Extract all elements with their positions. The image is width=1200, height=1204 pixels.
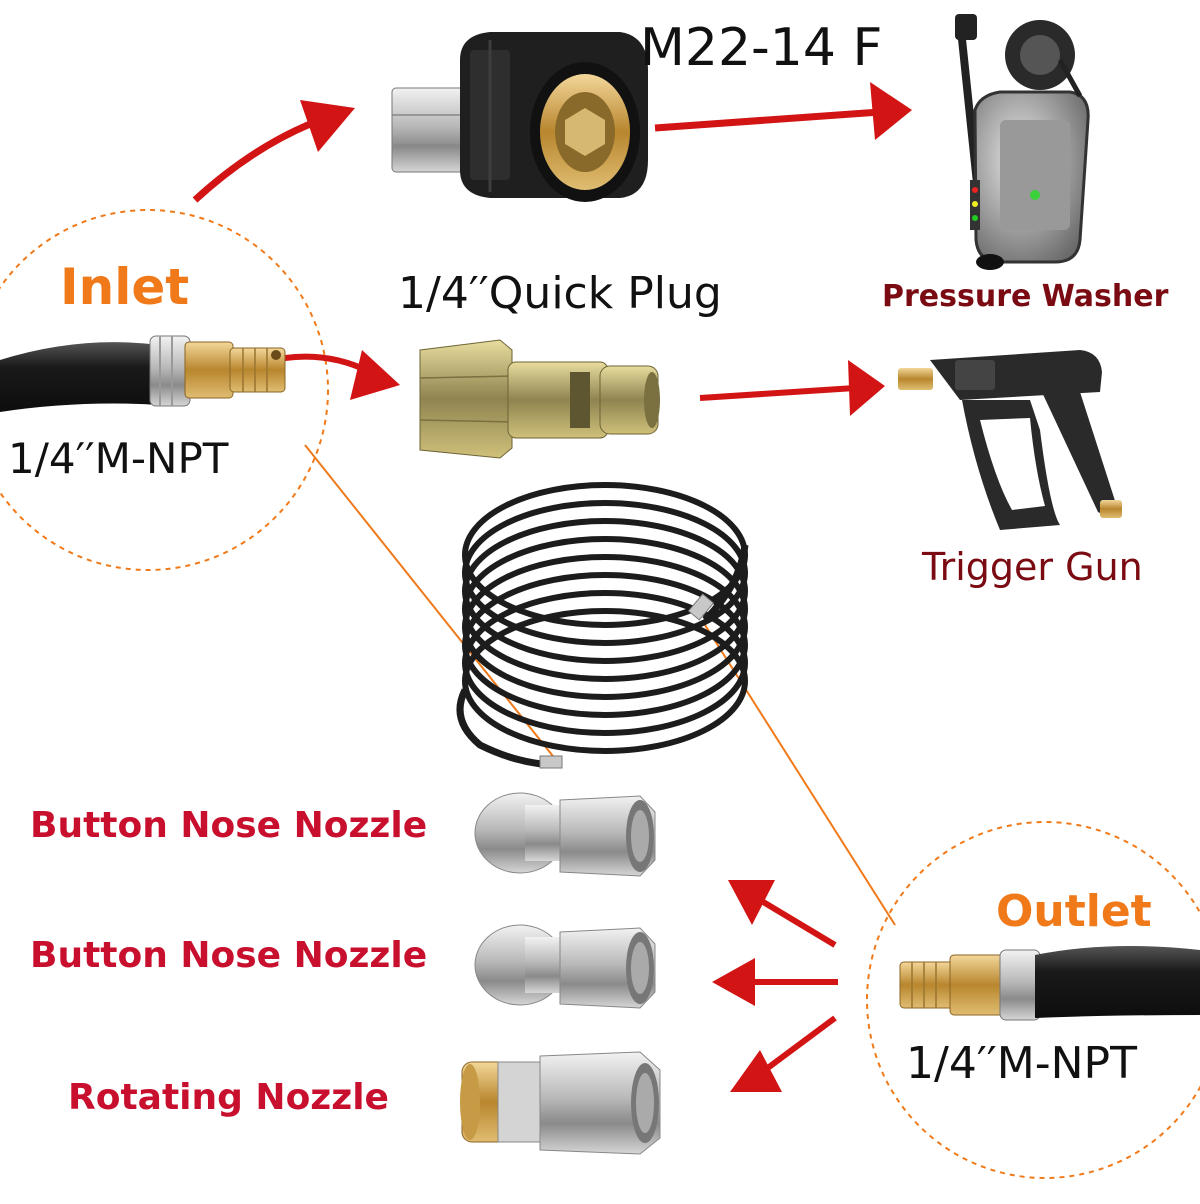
pressure-washer-icon — [955, 14, 1090, 270]
nozzle3-label: Rotating Nozzle — [68, 1077, 389, 1118]
arrow-inlet-to-quickplug — [284, 350, 400, 400]
rotating-nozzle-icon — [460, 1051, 661, 1155]
outlet-hose-icon — [899, 946, 1200, 1021]
nozzle1-label: Button Nose Nozzle — [30, 805, 428, 846]
outlet-npt-label: 1/4′′M-NPT — [906, 1038, 1137, 1089]
inlet-npt-label: 1/4′′M-NPT — [8, 434, 229, 483]
arrow-quickplug-to-gun — [699, 360, 885, 416]
quick-plug-label: 1/4′′Quick Plug — [398, 268, 722, 319]
outlet-label: Outlet — [996, 886, 1152, 937]
arrow-inlet-to-coupler — [192, 100, 355, 203]
arrow-coupler-to-washer — [654, 82, 912, 140]
hose-coil-icon — [456, 482, 749, 769]
trigger-gun-label: Trigger Gun — [922, 545, 1143, 589]
nozzle2-label: Button Nose Nozzle — [30, 935, 428, 976]
inlet-highlight-circle — [0, 209, 329, 571]
arrow-outlet-to-nozzle3 — [730, 1015, 837, 1092]
outlet-leader-line — [704, 624, 896, 926]
inlet-label: Inlet — [60, 258, 190, 316]
inlet-leader-line — [304, 444, 561, 766]
m22-label: M22-14 F — [640, 18, 883, 78]
inlet-hose-icon — [0, 335, 286, 412]
arrow-outlet-to-nozzle2 — [712, 958, 838, 1006]
button-nose-nozzle-icon-2 — [474, 924, 656, 1009]
quick-plug-icon — [419, 339, 660, 459]
trigger-gun-icon — [898, 350, 1122, 530]
arrow-outlet-to-nozzle1 — [728, 880, 837, 948]
pressure-washer-label: Pressure Washer — [882, 279, 1169, 314]
button-nose-nozzle-icon-1 — [474, 792, 656, 877]
m22-coupler-icon — [391, 32, 648, 202]
